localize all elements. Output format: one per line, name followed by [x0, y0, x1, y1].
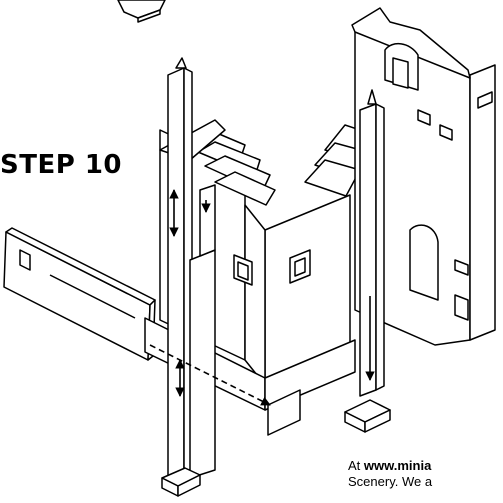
footer-link[interactable]: www.minia: [363, 458, 432, 473]
part-foot-block-right: [344, 399, 391, 433]
part-panel-left: [189, 184, 216, 479]
part-pillar-left: [167, 57, 193, 479]
step-title: STEP 10: [0, 150, 123, 180]
part-fragment-top: [117, 0, 166, 23]
part-window-cutouts: [233, 249, 311, 286]
footer-text: At www.minia Scenery. We a: [348, 458, 503, 490]
footer-prefix: At: [348, 458, 364, 473]
part-pillar-right: [359, 89, 385, 397]
part-left-stairs: [159, 119, 276, 206]
part-foot-block-left: [161, 467, 201, 497]
assembly-arrows: [149, 189, 375, 406]
footer-line-1: At www.minia: [348, 458, 503, 474]
footer-line-2: Scenery. We a: [348, 474, 433, 489]
part-long-plank: [3, 227, 156, 361]
